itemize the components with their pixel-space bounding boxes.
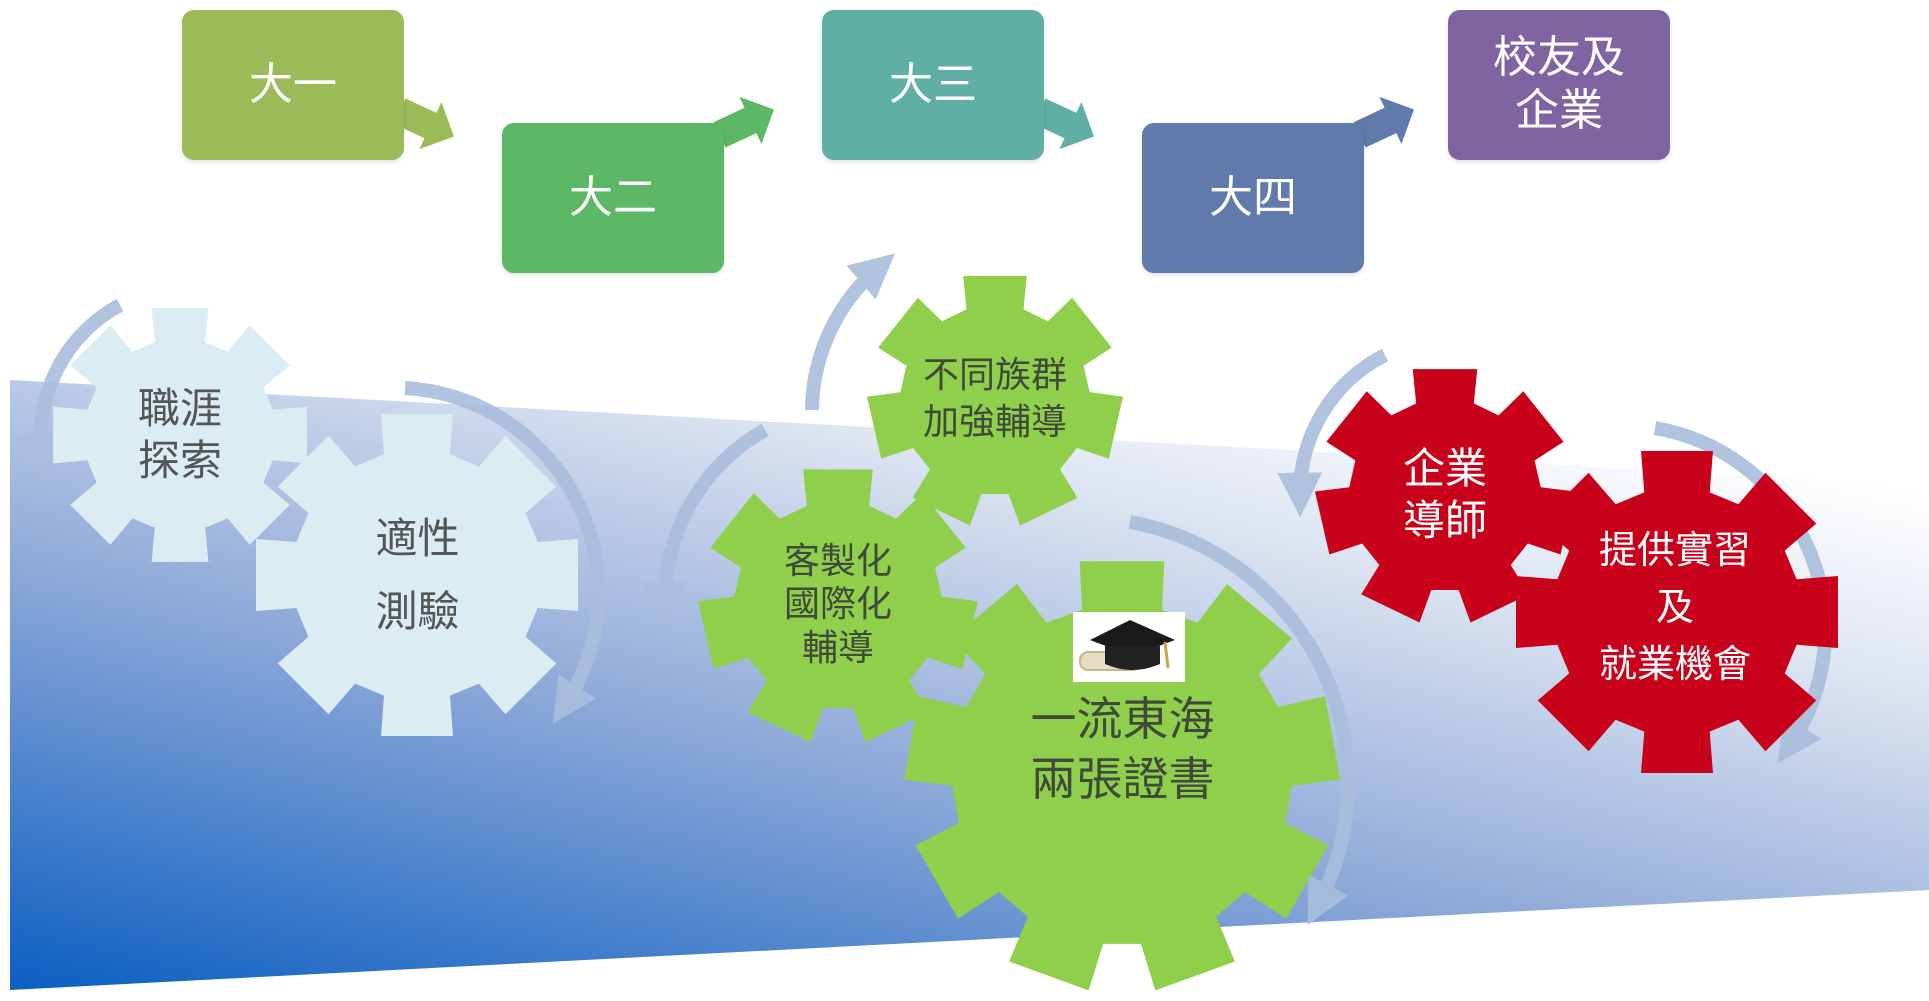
gear-internship-shape [1516, 451, 1838, 773]
stage-senior-label: 大四 [1209, 171, 1297, 223]
gears [53, 276, 1838, 991]
gear-career-exploration: 職涯 探索 [90, 370, 270, 500]
gear-intl-shape [698, 469, 978, 743]
stage-freshman: 大一 [182, 10, 404, 160]
chevron-2-3 [713, 96, 775, 148]
stage-junior-label: 大三 [889, 58, 977, 110]
graduation-cap-icon [1073, 612, 1185, 682]
gear-ethnic-shape [867, 276, 1123, 526]
stage-chevrons [393, 96, 1415, 150]
gear-internship-employment: 提供實習 及 就業機會 [1570, 520, 1780, 695]
stage-sophomore-label: 大二 [569, 171, 657, 223]
cycle-arrow-intl [642, 423, 769, 628]
stage-senior: 大四 [1142, 123, 1364, 273]
gear-aptitude-test: 適性 測驗 [320, 500, 515, 650]
gear-donghai-certificates: 一流東海 兩張證書 [980, 685, 1265, 815]
stage-alumni-enterprise: 校友及 企業 [1448, 10, 1670, 160]
gear-career-exploration-label: 職涯 探索 [137, 383, 222, 486]
gear-career-shape [53, 308, 307, 562]
gear-enterprise-mentor-label: 企業 導師 [1402, 443, 1487, 546]
cycle-arrow-mentor [1277, 348, 1389, 518]
gear-donghai-certificates-label: 一流東海 兩張證書 [1030, 692, 1215, 806]
chevron-4-5 [1353, 96, 1415, 148]
gear-ethnic-group-guidance-label: 不同族群 加強輔導 [922, 355, 1067, 443]
cycle-arrow-aptitude [404, 381, 606, 724]
stage-sophomore: 大二 [502, 123, 724, 273]
stage-junior: 大三 [822, 10, 1044, 160]
gear-aptitude-test-label: 適性 測驗 [375, 513, 460, 637]
cycle-arrow-donghai [1128, 515, 1355, 925]
cycle-arrow-career [17, 298, 124, 478]
gear-ethnic-group-guidance: 不同族群 加強輔導 [895, 345, 1095, 455]
gear-international-guidance-label: 客製化 國際化 輔導 [783, 541, 892, 669]
gear-international-guidance: 客製化 國際化 輔導 [748, 535, 928, 675]
gear-aptitude-shape [256, 414, 578, 736]
cycle-arrows [17, 253, 1833, 925]
stage-alumni-enterprise-label: 校友及 企業 [1493, 32, 1625, 136]
gear-mentor-shape [1315, 369, 1575, 623]
gear-internship-employment-label: 提供實習 及 就業機會 [1598, 528, 1751, 686]
cycle-arrow-internship [1653, 421, 1833, 764]
chevron-1-2 [393, 98, 455, 150]
chevron-3-4 [1033, 98, 1095, 150]
gear-enterprise-mentor: 企業 導師 [1365, 435, 1525, 555]
cycle-arrow-ethnic [805, 253, 895, 411]
gear-donghai-shape [904, 561, 1340, 991]
stage-freshman-label: 大一 [249, 58, 337, 110]
